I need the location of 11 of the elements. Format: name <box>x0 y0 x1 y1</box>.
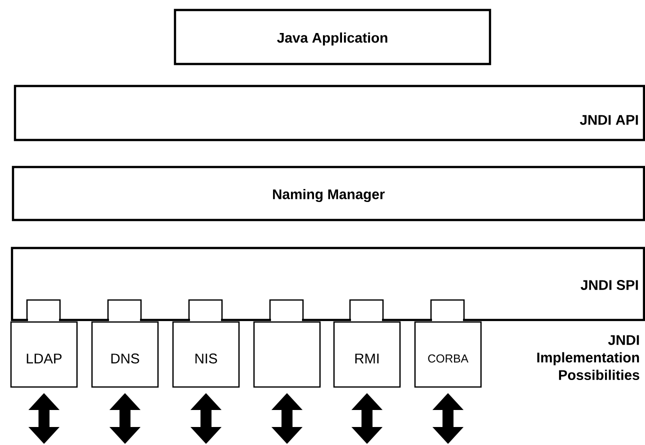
plug-box: LDAP <box>10 299 78 388</box>
plug-box: NIS <box>172 299 240 388</box>
application-box: Java Application <box>174 8 492 66</box>
layer-box: JNDI SPI <box>10 246 645 322</box>
side-label: JNDI Implementation Possibilities <box>537 335 640 380</box>
plug-box: CORBA <box>414 299 482 388</box>
layer-box: Naming Manager <box>12 166 645 222</box>
plug-box: RMI <box>333 299 401 388</box>
plug-box <box>253 299 321 388</box>
plug-box: DNS <box>91 299 159 388</box>
layer-box: JNDI API <box>14 84 645 142</box>
